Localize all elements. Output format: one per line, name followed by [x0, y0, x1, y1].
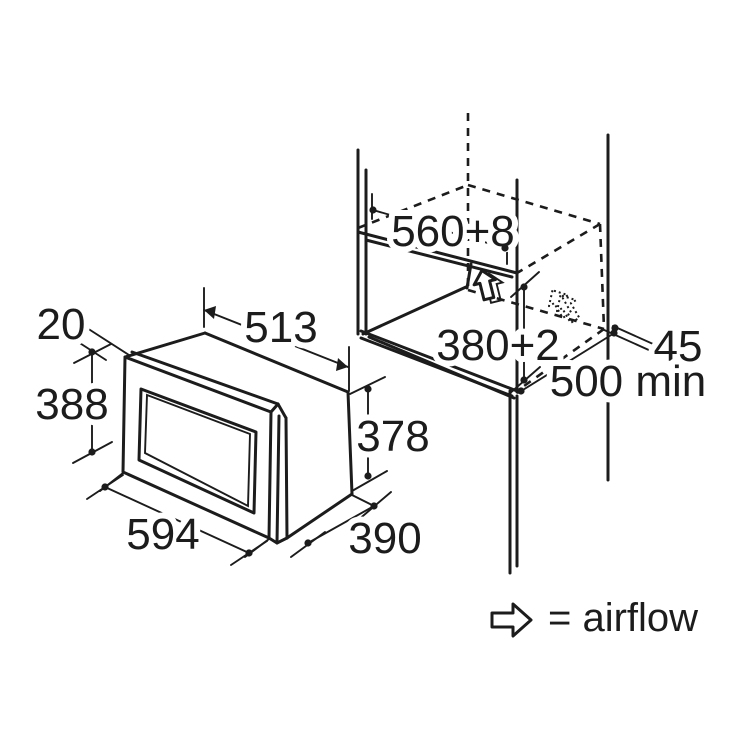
cabinet-drawing: [356, 133, 610, 575]
dim-label-rear-clearance: 45: [654, 322, 703, 371]
niche-cutout-dashed-box: [357, 113, 606, 393]
airflow-arrows: [472, 269, 581, 324]
airflow-legend: = airflow: [490, 590, 704, 646]
dim-label-body-height: 378: [356, 412, 429, 461]
airflow-arrow-up-dotted-icon: [547, 289, 581, 324]
dim-door-protrusion-lines: [71, 327, 130, 361]
dim-cabinet-depth-lines: [517, 331, 617, 394]
dim-rear-clearance-lines: [601, 325, 663, 352]
dim-label-body-depth: 390: [348, 514, 421, 563]
dim-label-door-width: 594: [126, 510, 199, 559]
microwave-oven-drawing: [121, 331, 354, 545]
dim-body-width-lines: [203, 287, 350, 392]
airflow-legend-arrow-icon: [490, 602, 533, 638]
airflow-legend-text: = airflow: [548, 596, 698, 640]
dim-label-cabinet-min-depth: 500 min: [550, 357, 707, 406]
dim-label-niche-height: 380+2: [436, 321, 560, 370]
dim-label-niche-width: 560+8: [391, 207, 515, 256]
airflow-arrow-up-solid-icon: [472, 269, 505, 305]
dim-label-body-width: 513: [244, 303, 317, 352]
dimension-labels: 20 513 388 594 378 390 560+8 380+2 45 50…: [29, 201, 712, 569]
dim-label-door-protrusion: 20: [37, 300, 86, 349]
dimension-endpoint-dots: [88, 206, 619, 557]
dim-niche-width-lines: [371, 193, 508, 265]
dim-label-door-height: 388: [35, 380, 108, 429]
